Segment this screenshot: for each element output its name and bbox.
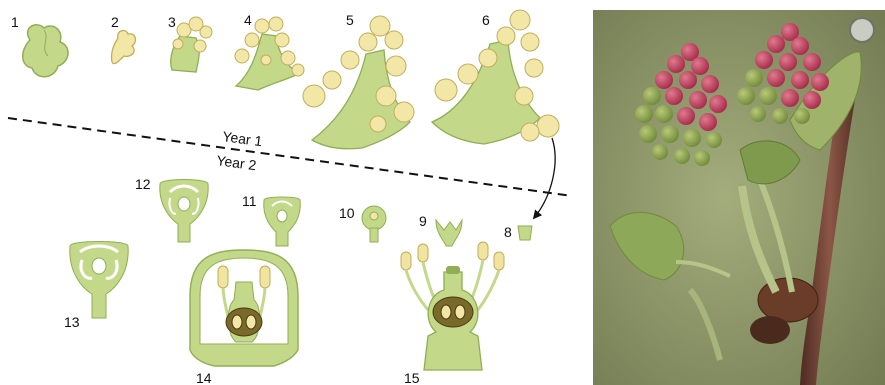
stage-label-2: 2	[111, 14, 119, 30]
stage-label-15: 15	[404, 370, 420, 385]
stage-label-12: 12	[135, 176, 151, 192]
stage-label-13: 13	[64, 314, 80, 330]
stage-1-primordium	[23, 25, 68, 77]
stage-label-14: 14	[196, 370, 212, 385]
stage-6-inflorescence	[432, 10, 559, 144]
stage-11-flower	[264, 197, 301, 246]
year-1-label: Year 1	[222, 128, 264, 149]
stage-14-flower-section	[190, 250, 298, 366]
stage-8-flower	[518, 226, 532, 240]
stage-5-inflorescence	[303, 16, 414, 149]
stage-label-9: 9	[419, 213, 427, 229]
stage-label-8: 8	[504, 224, 512, 240]
stage-12-flower	[160, 180, 208, 243]
stage-label-5: 5	[346, 12, 354, 28]
stage-13-flower	[70, 242, 128, 319]
stage-15-flower-open	[401, 242, 504, 370]
stage-9-flower	[436, 220, 462, 246]
development-arrow	[534, 138, 555, 218]
stage-10-flower	[362, 206, 386, 242]
stage-label-4: 4	[244, 12, 252, 28]
year-2-label: Year 2	[216, 152, 258, 173]
stage-label-6: 6	[482, 12, 490, 28]
stage-2-primordium	[111, 31, 135, 64]
stage-label-11: 11	[242, 193, 257, 209]
stage-label-10: 10	[339, 205, 355, 221]
stage-label-1: 1	[11, 14, 19, 30]
stage-3-inflorescence	[171, 17, 212, 72]
grape-bud-photo	[593, 10, 885, 385]
stage-label-3: 3	[168, 14, 176, 30]
